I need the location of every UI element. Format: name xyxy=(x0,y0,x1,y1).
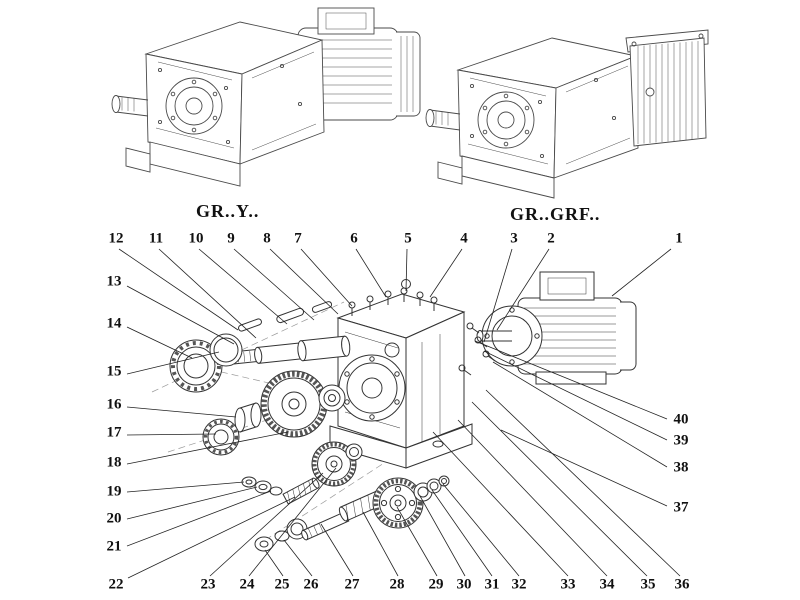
callout-40: 40 xyxy=(673,411,689,428)
callout-15: 15 xyxy=(106,363,122,380)
callout-10: 10 xyxy=(188,230,204,247)
callout-8: 8 xyxy=(263,230,271,247)
callout-25: 25 xyxy=(274,576,290,593)
callout-17: 17 xyxy=(106,424,122,441)
part-retaining-rings xyxy=(413,475,450,502)
callout-32: 32 xyxy=(511,576,527,593)
callout-33: 33 xyxy=(560,576,576,593)
part-washers-upper xyxy=(241,476,283,496)
part-washers-lower xyxy=(254,518,308,552)
part-output-gear xyxy=(372,477,424,529)
callout-9: 9 xyxy=(227,230,235,247)
callout-28: 28 xyxy=(389,576,405,593)
part-bearing-large xyxy=(169,339,223,393)
callout-3: 3 xyxy=(510,230,518,247)
gr-grf-drawing xyxy=(425,29,709,199)
callout-18: 18 xyxy=(106,454,122,471)
part-input-shaft xyxy=(228,335,351,365)
callout-21: 21 xyxy=(106,538,122,555)
callout-5: 5 xyxy=(404,230,412,247)
callout-26: 26 xyxy=(303,576,319,593)
part-bearing-small xyxy=(202,418,240,456)
part-sleeve xyxy=(234,402,262,433)
callout-29: 29 xyxy=(428,576,444,593)
callout-34: 34 xyxy=(599,576,615,593)
callout-4: 4 xyxy=(460,230,468,247)
callout-6: 6 xyxy=(350,230,358,247)
callout-19: 19 xyxy=(106,483,122,500)
callout-37: 37 xyxy=(673,499,689,516)
part-gear-large xyxy=(260,370,328,438)
callout-24: 24 xyxy=(239,576,255,593)
callout-14: 14 xyxy=(106,315,122,332)
callout-16: 16 xyxy=(106,396,122,413)
callout-36: 36 xyxy=(674,576,690,593)
part-keys xyxy=(238,301,333,332)
callout-2: 2 xyxy=(547,230,555,247)
gr-y-drawing xyxy=(111,7,421,187)
callout-23: 23 xyxy=(200,576,216,593)
callout-35: 35 xyxy=(640,576,656,593)
part-motor xyxy=(476,271,637,385)
callout-38: 38 xyxy=(673,459,689,476)
callout-31: 31 xyxy=(484,576,500,593)
callout-7: 7 xyxy=(294,230,302,247)
exploded-view-drawing xyxy=(151,271,637,552)
callout-22: 22 xyxy=(108,576,124,593)
callout-13: 13 xyxy=(106,273,122,290)
right-figure-label: GR..GRF.. xyxy=(510,204,601,224)
callout-20: 20 xyxy=(106,510,122,527)
left-figure-label: GR..Y.. xyxy=(196,201,260,221)
callout-27: 27 xyxy=(344,576,360,593)
part-seal-ring xyxy=(209,333,243,367)
callout-39: 39 xyxy=(673,432,689,449)
callout-12: 12 xyxy=(108,230,124,247)
callout-1: 1 xyxy=(675,230,683,247)
callout-11: 11 xyxy=(148,230,164,247)
leader-lines xyxy=(118,248,681,579)
callout-30: 30 xyxy=(456,576,472,593)
part-pinion-shaft xyxy=(282,477,320,505)
part-gear-housing xyxy=(329,293,473,469)
part-bearing-mid xyxy=(318,384,346,412)
part-gear-cluster xyxy=(311,441,363,487)
